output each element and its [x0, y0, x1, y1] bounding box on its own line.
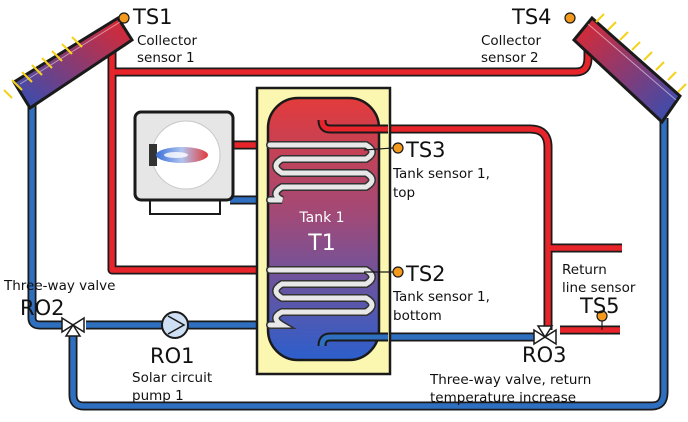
sensor-ts2-code: TS2	[405, 262, 446, 286]
label-ro3: RO3 Three-way valve, return temperature …	[429, 343, 591, 406]
tank-code: T1	[307, 231, 335, 256]
sensor-ts3-dot	[392, 142, 404, 154]
sensor-ts2-line2: bottom	[393, 308, 442, 324]
coil-bottom	[266, 266, 376, 329]
label-ts3: TS3 Tank sensor 1, top	[392, 138, 490, 201]
sensor-ts4-code: TS4	[511, 5, 552, 29]
sensor-ts5-code: TS5	[579, 294, 620, 318]
coil-top	[266, 141, 376, 204]
sensor-ts4-line1: Collector	[481, 33, 541, 49]
tank-name: Tank 1	[298, 210, 344, 226]
sensor-ts1-line2: sensor 1	[137, 50, 195, 66]
sensor-ts3-code: TS3	[405, 138, 446, 162]
sensor-ts3-line1: Tank sensor 1,	[392, 166, 490, 182]
valve-ro2-code: RO2	[20, 296, 64, 320]
sensor-ts1-line1: Collector	[137, 33, 197, 49]
label-ts2: TS2 Tank sensor 1, bottom	[392, 262, 490, 324]
sensor-leader-lines	[363, 147, 603, 330]
sensor-ts4-dot	[564, 12, 576, 24]
pump-ro1-line2: pump 1	[132, 388, 184, 404]
valve-ro3-line2: temperature increase	[430, 390, 576, 406]
sensor-ts2-line1: Tank sensor 1,	[392, 289, 490, 305]
sensor-ts5-line2: line sensor	[562, 280, 636, 296]
label-ro2: Three-way valve RO2	[3, 278, 115, 320]
sensor-ts5-line1: Return	[562, 262, 607, 278]
sensor-ts3-line2: top	[393, 185, 415, 201]
label-ts1: TS1 Collector sensor 1	[132, 5, 197, 66]
sun-rays-left	[3, 36, 83, 99]
sensor-ts1-code: TS1	[132, 5, 173, 29]
three-way-valve-ro3-icon	[533, 325, 557, 346]
collector-right	[571, 15, 682, 125]
label-ro1: RO1 Solar circuit pump 1	[132, 344, 212, 404]
label-ts5: Return line sensor TS5	[562, 262, 636, 318]
sensor-ts4-line2: sensor 2	[481, 50, 539, 66]
label-ts4: TS4 Collector sensor 2	[481, 5, 552, 66]
valve-ro3-line1: Three-way valve, return	[429, 372, 591, 388]
pump-icon	[161, 311, 189, 339]
pump-ro1-line1: Solar circuit	[132, 370, 212, 386]
valve-ro2-label: Three-way valve	[3, 278, 115, 294]
sensor-ts2-dot	[392, 266, 404, 278]
sensor-dots	[118, 12, 608, 322]
boiler-unit	[133, 110, 235, 215]
sun-rays-right	[595, 13, 687, 93]
sensor-ts1-dot	[118, 12, 130, 24]
three-way-valve-ro2-icon	[61, 316, 85, 337]
valve-ro3-code: RO3	[522, 343, 566, 367]
pump-ro1-code: RO1	[150, 344, 194, 368]
